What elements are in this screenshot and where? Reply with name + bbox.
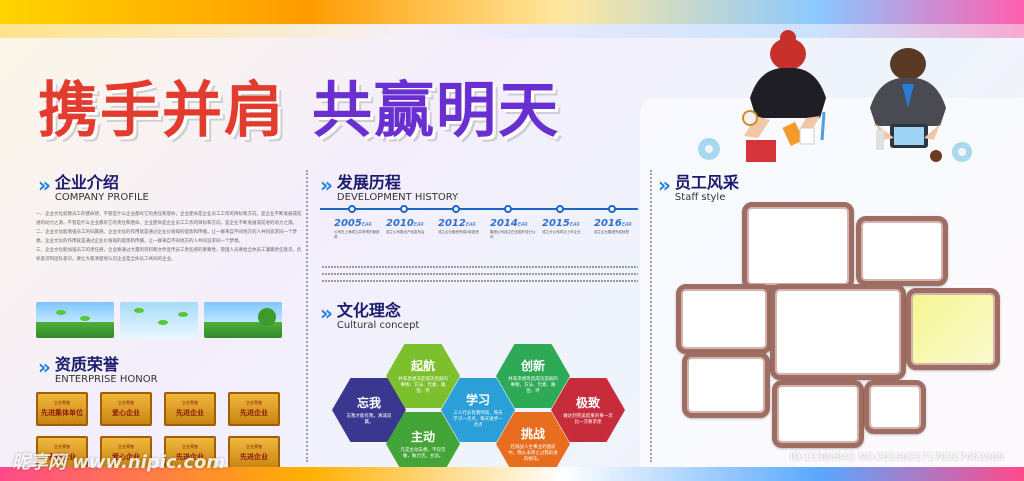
nature-photo-1 xyxy=(36,302,114,338)
photo-frame-highlight xyxy=(906,288,1000,370)
bottom-color-band xyxy=(0,467,1024,481)
honor-plaque: 企业荣誉先进企业 xyxy=(36,436,88,470)
cultural-concept-title: » 文化理念 Cultural concept xyxy=(320,302,419,332)
timeline-year: 2010EAR xyxy=(386,218,424,229)
double-chevron-icon: » xyxy=(320,173,333,197)
plaque-label: 先进企业 xyxy=(240,409,268,417)
timeline-year: 2014EAR xyxy=(490,218,528,229)
timeline-item-text: 公司在上海成立并获得天使投资 xyxy=(334,230,380,239)
photo-frame xyxy=(682,352,770,418)
plaque-label: 爱心企业 xyxy=(112,409,140,417)
culture-hex-zhudong: 主动 凡是主动去想，不仅仅做，做力活，主动。 xyxy=(386,412,460,476)
honor-title-zh: 资质荣誉 xyxy=(54,355,119,374)
timeline-year: 2016EAR xyxy=(594,218,632,229)
timeline-year: 2015EAR xyxy=(542,218,580,229)
timeline-dot xyxy=(504,205,512,213)
history-text-lines xyxy=(322,266,638,282)
development-history-title: » 发展历程 DEVELOPMENT HISTORY xyxy=(320,174,458,204)
man-figure-icon xyxy=(870,48,946,148)
company-paragraph: 一、企业文化就像员工的使命感，不管是什么企业都有它的责任和使命，企业使命是企业员… xyxy=(36,212,302,226)
timeline-dot xyxy=(400,205,408,213)
timeline-item-text: 成立企业融资完成A轮投资 xyxy=(438,230,479,234)
history-title-zh: 发展历程 xyxy=(336,173,401,192)
timeline-axis xyxy=(320,205,638,213)
photo-frame xyxy=(742,202,854,290)
company-profile-title: » 企业介绍 COMPANY PROFILE xyxy=(38,174,149,204)
timeline-year: 2012EAR xyxy=(438,218,476,229)
gear-icon xyxy=(698,138,720,160)
timeline-dot xyxy=(556,205,564,213)
gear-icon-1 xyxy=(952,142,972,162)
timeline-item-text: 成立分公司成功上市企业 xyxy=(542,230,581,234)
staff-style-title: » 员工风采 Staff style xyxy=(658,174,739,204)
plaque-label: 先进企业 xyxy=(240,453,268,461)
honor-plaque: 企业荣誉先进企业 xyxy=(164,392,216,426)
nature-photo-3 xyxy=(204,302,282,338)
honor-plaque: 企业荣誉爱心企业 xyxy=(100,436,152,470)
timeline-dot xyxy=(348,205,356,213)
plaque-label: 先进企业 xyxy=(176,409,204,417)
watermark-brand: 昵享网 www.nipic.com xyxy=(12,452,226,473)
watermark-id: ID:12380842 NO:20190217170317452000 xyxy=(790,452,1004,463)
company-description: 一、企业文化就像员工的使命感，不管是什么企业都有它的责任和使命，企业使命是企业员… xyxy=(36,210,302,264)
honor-plaque: 企业荣誉先进企业 xyxy=(228,436,280,470)
double-chevron-icon: » xyxy=(320,301,333,325)
double-chevron-icon: » xyxy=(38,355,51,379)
photo-frame xyxy=(856,216,948,286)
plaque-label: 先进集体单位 xyxy=(41,409,83,417)
company-paragraph: 二、企业文化能增强员工的归属感。企业文化的作用就是通过企业价值观的提炼和传播，让… xyxy=(36,230,297,244)
enterprise-honor-title: » 资质荣誉 ENTERPRISE HONOR xyxy=(38,356,158,386)
headline-part-1: 携手并肩 xyxy=(38,76,286,146)
staff-title-en: Staff style xyxy=(674,192,726,203)
photo-frame xyxy=(772,380,864,448)
timeline-dot xyxy=(608,205,616,213)
culture-title-en: Cultural concept xyxy=(336,320,420,331)
timeline-item-text: 成立企业集团完成转型 xyxy=(594,230,629,234)
honor-plaque: 企业荣誉先进集体单位 xyxy=(36,392,88,426)
headline: 携手并肩共赢明天 xyxy=(38,62,560,149)
culture-hex-xuexi: 学习 三人行必有我师焉，每天学习一点点，每天进步一点点 xyxy=(441,378,515,442)
photo-frame xyxy=(676,284,772,354)
company-title-en: COMPANY PROFILE xyxy=(54,192,149,203)
plaque-label: 爱心企业 xyxy=(112,453,140,461)
double-chevron-icon: » xyxy=(38,173,51,197)
headline-part-2: 共赢明天 xyxy=(312,76,560,146)
woman-figure-icon xyxy=(744,30,826,138)
double-chevron-icon: » xyxy=(658,173,671,197)
culture-title-zh: 文化理念 xyxy=(336,301,401,320)
divider-left xyxy=(306,170,308,462)
timeline-year: 2005EAR xyxy=(334,218,372,229)
honor-title-en: ENTERPRISE HONOR xyxy=(54,374,158,385)
staff-title-zh: 员工风采 xyxy=(674,173,739,192)
company-paragraph: 三、企业文化能加强员工的责任感，企业要通过大量的资料和文件宣传员工责任感的重要性… xyxy=(36,248,302,262)
photo-frame xyxy=(864,380,926,434)
coffee-cup-icon xyxy=(742,110,758,126)
top-color-glow xyxy=(0,24,1024,38)
plaque-label: 先进企业 xyxy=(176,453,204,461)
company-title-zh: 企业介绍 xyxy=(54,173,119,192)
timeline-item-text: 集团公司成立在全国开设分公司 xyxy=(490,230,536,239)
photo-frame xyxy=(770,284,906,380)
businesspeople-illustration xyxy=(742,30,972,162)
divider-right xyxy=(650,170,652,462)
honor-plaques: 企业荣誉先进集体单位 企业荣誉爱心企业 企业荣誉先进企业 企业荣誉先进企业 企业… xyxy=(36,392,280,470)
honor-plaque: 企业荣誉爱心企业 xyxy=(100,392,152,426)
nature-photo-2 xyxy=(120,302,198,338)
history-title-en: DEVELOPMENT HISTORY xyxy=(336,192,459,203)
timeline-dot xyxy=(452,205,460,213)
top-color-band xyxy=(0,0,1024,24)
honor-plaque: 企业荣誉先进企业 xyxy=(228,392,280,426)
timeline-item-text: 成立公司推出产品发布会 xyxy=(386,230,425,234)
coffee-cup-2-icon xyxy=(930,150,942,162)
plaque-label: 先进企业 xyxy=(48,453,76,461)
red-book-icon xyxy=(746,140,776,162)
